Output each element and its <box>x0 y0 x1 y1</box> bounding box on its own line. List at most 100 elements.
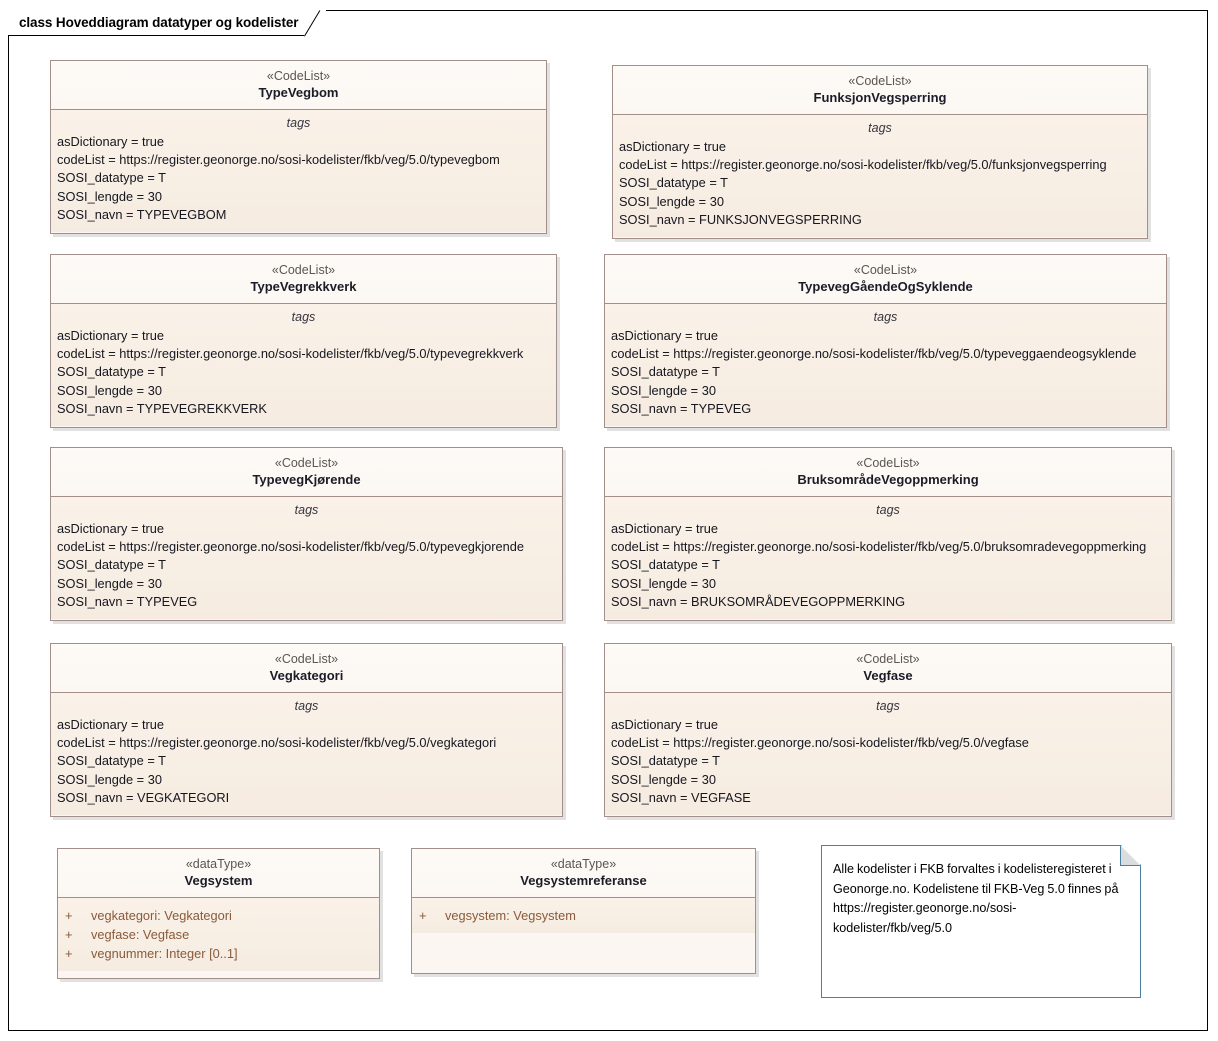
class-header: «dataType» Vegsystem <box>58 849 379 898</box>
tag-line: asDictionary = true <box>57 134 165 149</box>
tag-line: codeList = https://register.geonorge.no/… <box>619 157 1107 173</box>
class-box-typeveggaendeogsyklende[interactable]: «CodeList» TypevegGåendeOgSyklende tags … <box>604 254 1167 428</box>
compartment-title-tags: tags <box>286 116 311 130</box>
tag-line: codeList = https://register.geonorge.no/… <box>611 539 1147 555</box>
compartment-title-tags: tags <box>868 121 892 135</box>
class-body: tags asDictionary = true codeList = http… <box>605 304 1166 427</box>
class-header: «CodeList» Vegfase <box>605 644 1171 693</box>
class-stereotype: «dataType» <box>550 857 617 871</box>
class-stereotype: «CodeList» <box>274 456 339 470</box>
class-name: TypeVegbom <box>258 85 339 100</box>
class-box-vegfase[interactable]: «CodeList» Vegfase tags asDictionary = t… <box>604 643 1172 817</box>
tag-line: SOSI_navn = VEGKATEGORI <box>57 789 230 805</box>
class-name: Vegsystem <box>184 873 253 888</box>
tag-line: codeList = https://register.geonorge.no/… <box>57 152 500 168</box>
note-shape <box>821 845 1141 998</box>
tag-line: SOSI_lengde = 30 <box>611 771 716 787</box>
tag-line: SOSI_datatype = T <box>611 364 720 380</box>
class-box-vegsystem[interactable]: «dataType» Vegsystem + vegkategori: Vegk… <box>57 848 380 979</box>
tag-line: SOSI_lengde = 30 <box>57 382 162 398</box>
tag-line: asDictionary = true <box>57 521 165 536</box>
compartment-title-tags: tags <box>291 310 316 324</box>
class-header: «CodeList» BruksområdeVegoppmerking <box>605 448 1171 497</box>
class-body: tags asDictionary = true codeList = http… <box>605 693 1171 816</box>
class-name: TypevegKjørende <box>252 472 361 487</box>
class-box-typevegrekkverk[interactable]: «CodeList» TypeVegrekkverk tags asDictio… <box>50 254 557 428</box>
class-name: Vegsystemreferanse <box>520 873 647 888</box>
class-body: tags asDictionary = true codeList = http… <box>51 693 562 816</box>
class-box-vegsystemreferanse[interactable]: «dataType» Vegsystemreferanse + vegsyste… <box>411 848 756 974</box>
tag-line: SOSI_datatype = T <box>57 170 166 186</box>
tag-line: asDictionary = true <box>611 521 719 536</box>
tag-line: SOSI_navn = TYPEVEG <box>611 400 752 416</box>
class-body: tags asDictionary = true codeList = http… <box>51 497 562 620</box>
tag-line: SOSI_lengde = 30 <box>57 575 162 591</box>
tag-line: codeList = https://register.geonorge.no/… <box>57 346 524 362</box>
attribute-visibility: + <box>65 927 73 942</box>
tag-line: SOSI_navn = TYPEVEGBOM <box>57 206 227 222</box>
tag-line: SOSI_datatype = T <box>611 557 720 573</box>
attribute-row: + vegsystem: Vegsystem <box>412 906 755 925</box>
class-stereotype: «CodeList» <box>853 263 918 277</box>
class-header: «CodeList» TypevegKjørende <box>51 448 562 497</box>
compartment-title-tags: tags <box>873 310 898 324</box>
class-header: «dataType» Vegsystemreferanse <box>412 849 755 898</box>
attribute-text: vegfase: Vegfase <box>91 927 190 942</box>
class-body: tags asDictionary = true codeList = http… <box>605 497 1171 620</box>
diagram-title-tab-body: class Hoveddiagram datatyper og kodelist… <box>8 10 305 36</box>
class-box-typevegbom[interactable]: «CodeList» TypeVegbom tags asDictionary … <box>50 60 547 234</box>
attribute-row: + vegnummer: Integer [0..1] <box>58 944 379 963</box>
tag-line: SOSI_lengde = 30 <box>611 382 716 398</box>
attribute-text: vegkategori: Vegkategori <box>91 908 232 923</box>
tag-line: SOSI_datatype = T <box>57 364 166 380</box>
attribute-visibility: + <box>65 908 73 923</box>
class-box-vegkategori[interactable]: «CodeList» Vegkategori tags asDictionary… <box>50 643 563 817</box>
tag-line: SOSI_datatype = T <box>619 175 728 191</box>
attribute-visibility: + <box>419 908 427 923</box>
attribute-row: + vegfase: Vegfase <box>58 925 379 944</box>
class-stereotype: «CodeList» <box>856 456 920 470</box>
tag-line: SOSI_lengde = 30 <box>57 188 162 204</box>
tag-line: SOSI_datatype = T <box>611 753 720 769</box>
tag-line: SOSI_navn = TYPEVEG <box>57 593 198 609</box>
class-header: «CodeList» TypeVegrekkverk <box>51 255 556 304</box>
tag-line: SOSI_lengde = 30 <box>611 575 716 591</box>
tag-line: asDictionary = true <box>611 717 719 732</box>
class-name: BruksområdeVegoppmerking <box>797 472 979 487</box>
tag-line: SOSI_navn = VEGFASE <box>611 789 751 805</box>
diagram-title-tab: class Hoveddiagram datatyper og kodelist… <box>8 10 327 36</box>
compartment-title-tags: tags <box>294 503 319 517</box>
class-stereotype: «CodeList» <box>848 74 912 88</box>
diagram-title-tab-slant <box>304 10 326 36</box>
attribute-text: vegsystem: Vegsystem <box>445 908 576 923</box>
note-box[interactable]: Alle kodelister i FKB forvaltes i kodeli… <box>821 845 1141 998</box>
class-header: «CodeList» Vegkategori <box>51 644 562 693</box>
class-header: «CodeList» TypeVegbom <box>51 61 546 110</box>
tag-line: SOSI_navn = FUNKSJONVEGSPERRING <box>619 211 862 227</box>
tag-line: SOSI_lengde = 30 <box>57 771 162 787</box>
class-stereotype: «dataType» <box>185 857 252 871</box>
tag-line: asDictionary = true <box>619 139 727 154</box>
class-stereotype: «CodeList» <box>271 263 336 277</box>
tag-line: codeList = https://register.geonorge.no/… <box>57 539 525 555</box>
class-header: «CodeList» TypevegGåendeOgSyklende <box>605 255 1166 304</box>
tag-line: asDictionary = true <box>611 328 719 343</box>
class-name: TypevegGåendeOgSyklende <box>798 279 973 294</box>
compartment-title-tags: tags <box>876 699 900 713</box>
class-body: + vegsystem: Vegsystem <box>412 898 755 933</box>
class-box-funksjonvegsperring[interactable]: «CodeList» FunksjonVegsperring tags asDi… <box>612 65 1148 239</box>
tag-line: SOSI_datatype = T <box>57 557 166 573</box>
tag-line: SOSI_lengde = 30 <box>619 193 724 209</box>
class-box-typevegkjorende[interactable]: «CodeList» TypevegKjørende tags asDictio… <box>50 447 563 621</box>
class-name: FunksjonVegsperring <box>813 90 947 105</box>
class-name: Vegkategori <box>269 668 344 683</box>
class-box-bruksomradevegoppmerking[interactable]: «CodeList» BruksområdeVegoppmerking tags… <box>604 447 1172 621</box>
attribute-text: vegnummer: Integer [0..1] <box>91 946 238 961</box>
diagram-title: class Hoveddiagram datatyper og kodelist… <box>19 15 299 30</box>
class-stereotype: «CodeList» <box>266 69 331 83</box>
tag-line: SOSI_navn = TYPEVEGREKKVERK <box>57 400 267 416</box>
class-name: TypeVegrekkverk <box>250 279 357 294</box>
compartment-title-tags: tags <box>876 503 900 517</box>
tag-line: codeList = https://register.geonorge.no/… <box>57 735 497 751</box>
tag-line: SOSI_datatype = T <box>57 753 166 769</box>
